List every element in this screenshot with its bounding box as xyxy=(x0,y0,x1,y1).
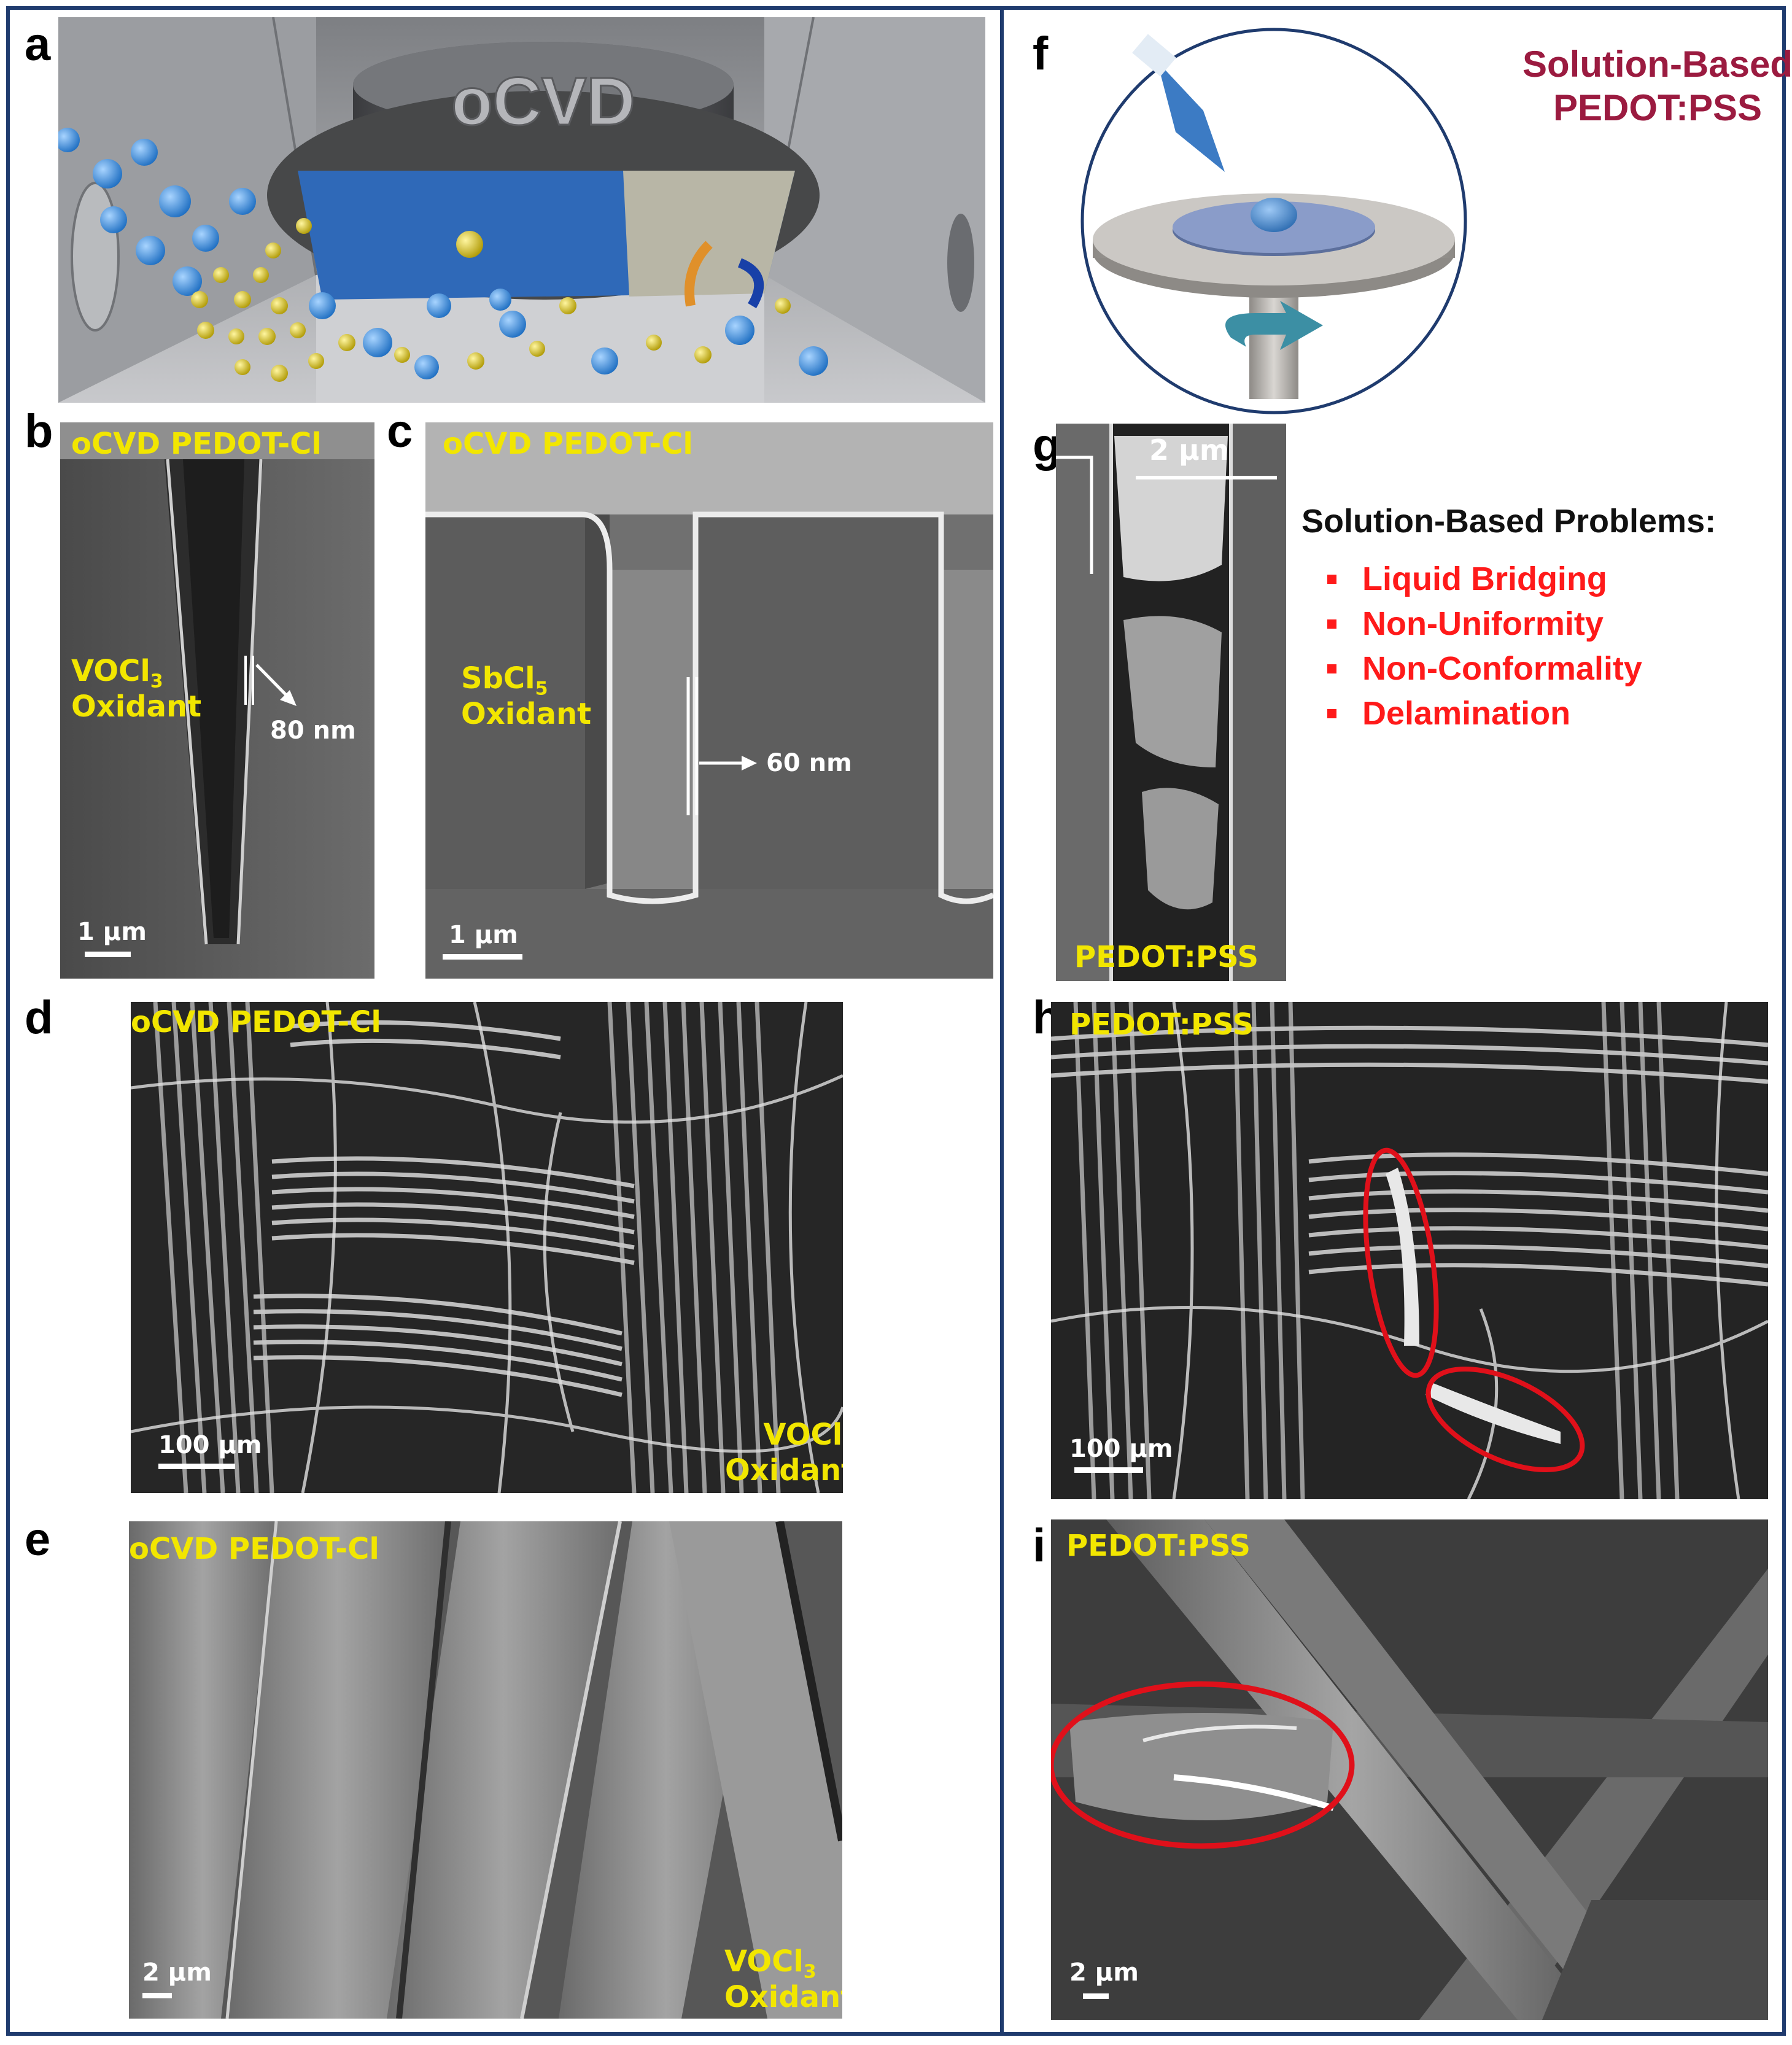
woven-fiber-sem-graphic xyxy=(131,1002,843,1493)
panel-b-oxidant-subscript: 3 xyxy=(150,670,163,693)
panel-a-ocvd-chamber-illustration: oCVD xyxy=(58,17,985,403)
panel-h-scale-label: 100 µm xyxy=(1069,1435,1173,1463)
problems-title: Solution-Based Problems: xyxy=(1301,503,1716,540)
panel-i-label: PEDOT:PSS xyxy=(1066,1529,1251,1563)
defect-highlight-ellipse-1 xyxy=(1363,1147,1439,1378)
panel-e-letter: e xyxy=(25,1513,51,1566)
panel-g-sem-trench: 2 µm PEDOT:PSS xyxy=(1056,424,1286,981)
panel-b-thickness-label: 80 nm xyxy=(270,716,356,745)
panel-d-scale-bar xyxy=(158,1464,235,1469)
panel-c-sem-trench: oCVD PEDOT-Cl SbCl5 Oxidant 60 nm 1 µm xyxy=(425,422,993,979)
panel-b-scale-bar xyxy=(85,952,131,957)
panel-b-oxidant-formula: VOCl xyxy=(71,654,150,688)
panel-e-oxidant-subscript: 3 xyxy=(803,1961,816,1983)
panel-a-letter: a xyxy=(25,18,51,71)
problem-label: Non-Conformality xyxy=(1362,650,1642,687)
panel-b-letter: b xyxy=(25,405,53,457)
pedot-pss-trench-sem-graphic xyxy=(1056,424,1286,981)
panel-d-oxidant-word: Oxidant xyxy=(725,1453,843,1488)
panel-c-letter: c xyxy=(387,405,413,457)
panel-i-scale-label: 2 µm xyxy=(1069,1958,1139,1987)
panel-e-oxidant-word: Oxidant xyxy=(724,1980,842,2015)
panel-h-sem-fabric: PEDOT:PSS 100 µm xyxy=(1051,1002,1768,1499)
panel-c-scale-bar xyxy=(443,954,522,960)
bullet-icon xyxy=(1327,664,1336,673)
panel-d-oxidant-subscript: 3 xyxy=(842,1435,843,1456)
pedot-pss-fabric-sem-graphic xyxy=(1051,1002,1768,1499)
panel-e-scale-label: 2 µm xyxy=(142,1958,212,1987)
problem-item-non-uniformity: Non-Uniformity xyxy=(1327,605,1604,643)
ocvd-device-label: oCVD xyxy=(451,64,635,139)
panel-c-title: oCVD PEDOT-Cl xyxy=(443,427,693,461)
problem-item-non-conformality: Non-Conformality xyxy=(1327,650,1642,688)
panel-b-oxidant: VOCl3 Oxidant xyxy=(71,656,201,722)
panel-c-oxidant-word: Oxidant xyxy=(461,697,592,732)
bullet-icon xyxy=(1327,708,1336,718)
panel-i-sem-fibers: PEDOT:PSS 2 µm xyxy=(1051,1519,1768,2020)
panel-d-title: oCVD PEDOT-Cl xyxy=(131,1005,381,1039)
wide-trench-sem-graphic xyxy=(425,422,993,979)
panel-i-letter: i xyxy=(1033,1519,1046,1572)
panel-f-spin-coating-illustration xyxy=(1077,25,1470,417)
problem-label: Delamination xyxy=(1362,695,1571,732)
trench-sem-graphic xyxy=(60,422,374,979)
spin-coater-graphic xyxy=(1080,28,1467,414)
panel-e-oxidant: VOCl3 Oxidant xyxy=(724,1946,842,2012)
panel-e-sem-fibers: oCVD PEDOT-Cl VOCl3 Oxidant 2 µm xyxy=(129,1521,842,2019)
panel-e-scale-bar xyxy=(142,1993,172,1998)
problem-label: Non-Uniformity xyxy=(1362,605,1604,642)
panel-f-title: Solution-Based PEDOT:PSS xyxy=(1522,43,1792,130)
panel-f-title-line2: PEDOT:PSS xyxy=(1553,87,1763,128)
panel-f-letter: f xyxy=(1033,28,1049,80)
ocvd-chamber-graphic: oCVD xyxy=(58,17,985,403)
panel-d-scale-label: 100 µm xyxy=(158,1431,262,1459)
defect-highlight-ellipse-2 xyxy=(1425,1366,1585,1473)
bullet-icon xyxy=(1327,574,1336,584)
panel-b-sem-trench: oCVD PEDOT-Cl VOCl3 Oxidant 80 nm 1 µm xyxy=(60,422,374,979)
panel-c-scale-label: 1 µm xyxy=(449,921,518,949)
problem-item-liquid-bridging: Liquid Bridging xyxy=(1327,560,1607,598)
bullet-icon xyxy=(1327,619,1336,629)
panel-c-oxidant: SbCl5 Oxidant xyxy=(461,663,591,729)
panel-i-scale-bar xyxy=(1083,1993,1109,1999)
panel-g-scale-label: 2 µm xyxy=(1149,433,1229,467)
panel-b-scale-label: 1 µm xyxy=(77,918,147,946)
panel-e-oxidant-formula: VOCl xyxy=(724,1944,804,1979)
right-frame xyxy=(1000,6,1786,2036)
panel-h-label: PEDOT:PSS xyxy=(1069,1007,1254,1042)
panel-f-title-line1: Solution-Based xyxy=(1522,44,1792,85)
pedot-pss-fiber-closeup-sem-graphic xyxy=(1051,1519,1768,2020)
panel-d-letter: d xyxy=(25,991,53,1044)
problem-item-delamination: Delamination xyxy=(1327,694,1570,732)
panel-d-oxidant-formula: VOCl xyxy=(763,1418,843,1452)
problem-label: Liquid Bridging xyxy=(1362,561,1607,597)
fiber-closeup-sem-graphic xyxy=(129,1521,842,2019)
panel-b-oxidant-word: Oxidant xyxy=(71,689,202,724)
panel-c-oxidant-formula: SbCl xyxy=(461,661,535,696)
panel-g-label: PEDOT:PSS xyxy=(1074,940,1259,974)
panel-c-oxidant-subscript: 5 xyxy=(535,678,548,700)
panel-d-oxidant: VOCl3 Oxidant xyxy=(725,1419,843,1486)
delamination-highlight-ellipse xyxy=(1051,1681,1355,1849)
panel-c-thickness-label: 60 nm xyxy=(766,749,852,777)
panel-e-title: oCVD PEDOT-Cl xyxy=(129,1532,379,1566)
panel-b-title: oCVD PEDOT-Cl xyxy=(71,427,322,461)
panel-h-scale-bar xyxy=(1074,1467,1143,1473)
panel-d-sem-fabric: oCVD PEDOT-Cl VOCl3 Oxidant 100 µm xyxy=(131,1002,843,1493)
